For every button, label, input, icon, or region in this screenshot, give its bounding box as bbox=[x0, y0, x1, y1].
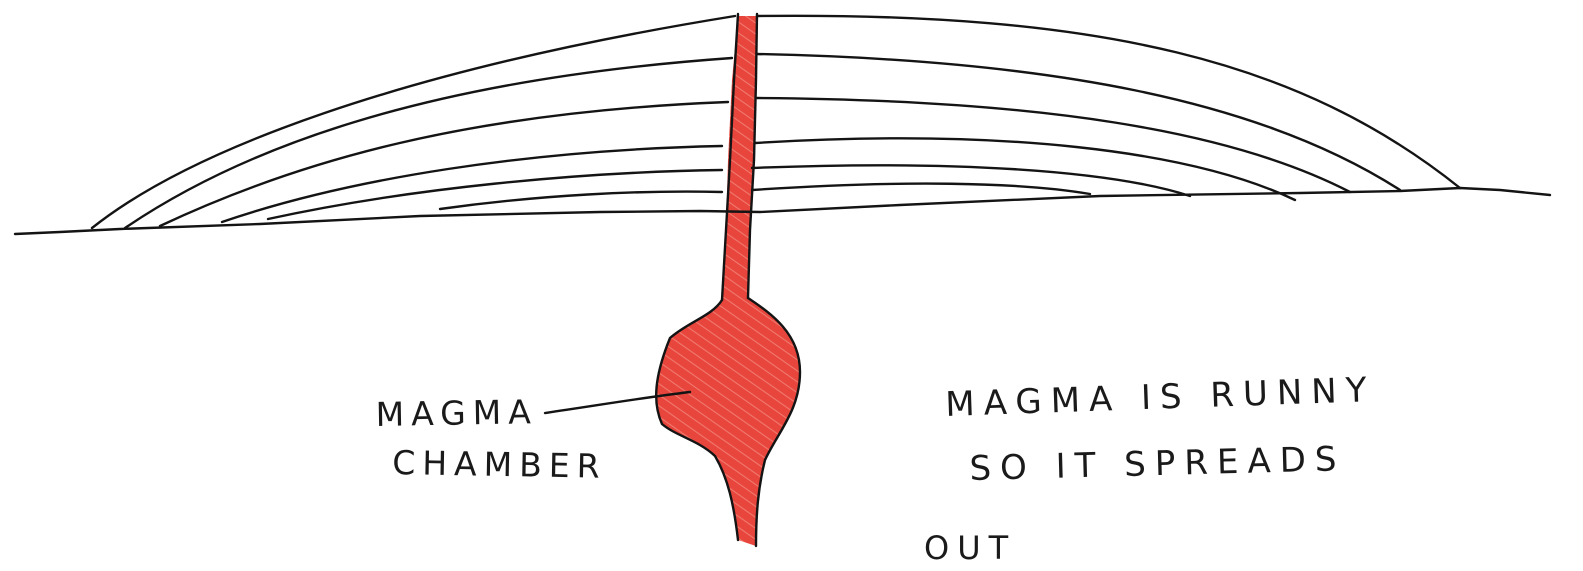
note-line-2: SO IT SPREADS bbox=[969, 442, 1346, 486]
lava-layer-right-1 bbox=[757, 16, 1460, 188]
lava-layer-left-6 bbox=[440, 192, 722, 209]
note-line-3: OUT bbox=[924, 532, 1016, 564]
magma-fill bbox=[656, 16, 800, 546]
lava-layer-right-2 bbox=[757, 54, 1400, 190]
lava-layer-right-6 bbox=[752, 184, 1090, 194]
lava-layer-left-1 bbox=[92, 16, 735, 228]
ground-line bbox=[15, 188, 1550, 234]
lava-layer-right-5 bbox=[752, 165, 1190, 196]
magma-chamber-label-line2: CHAMBER bbox=[392, 446, 607, 483]
magma-chamber-label-line1: MAGMA bbox=[375, 395, 538, 431]
